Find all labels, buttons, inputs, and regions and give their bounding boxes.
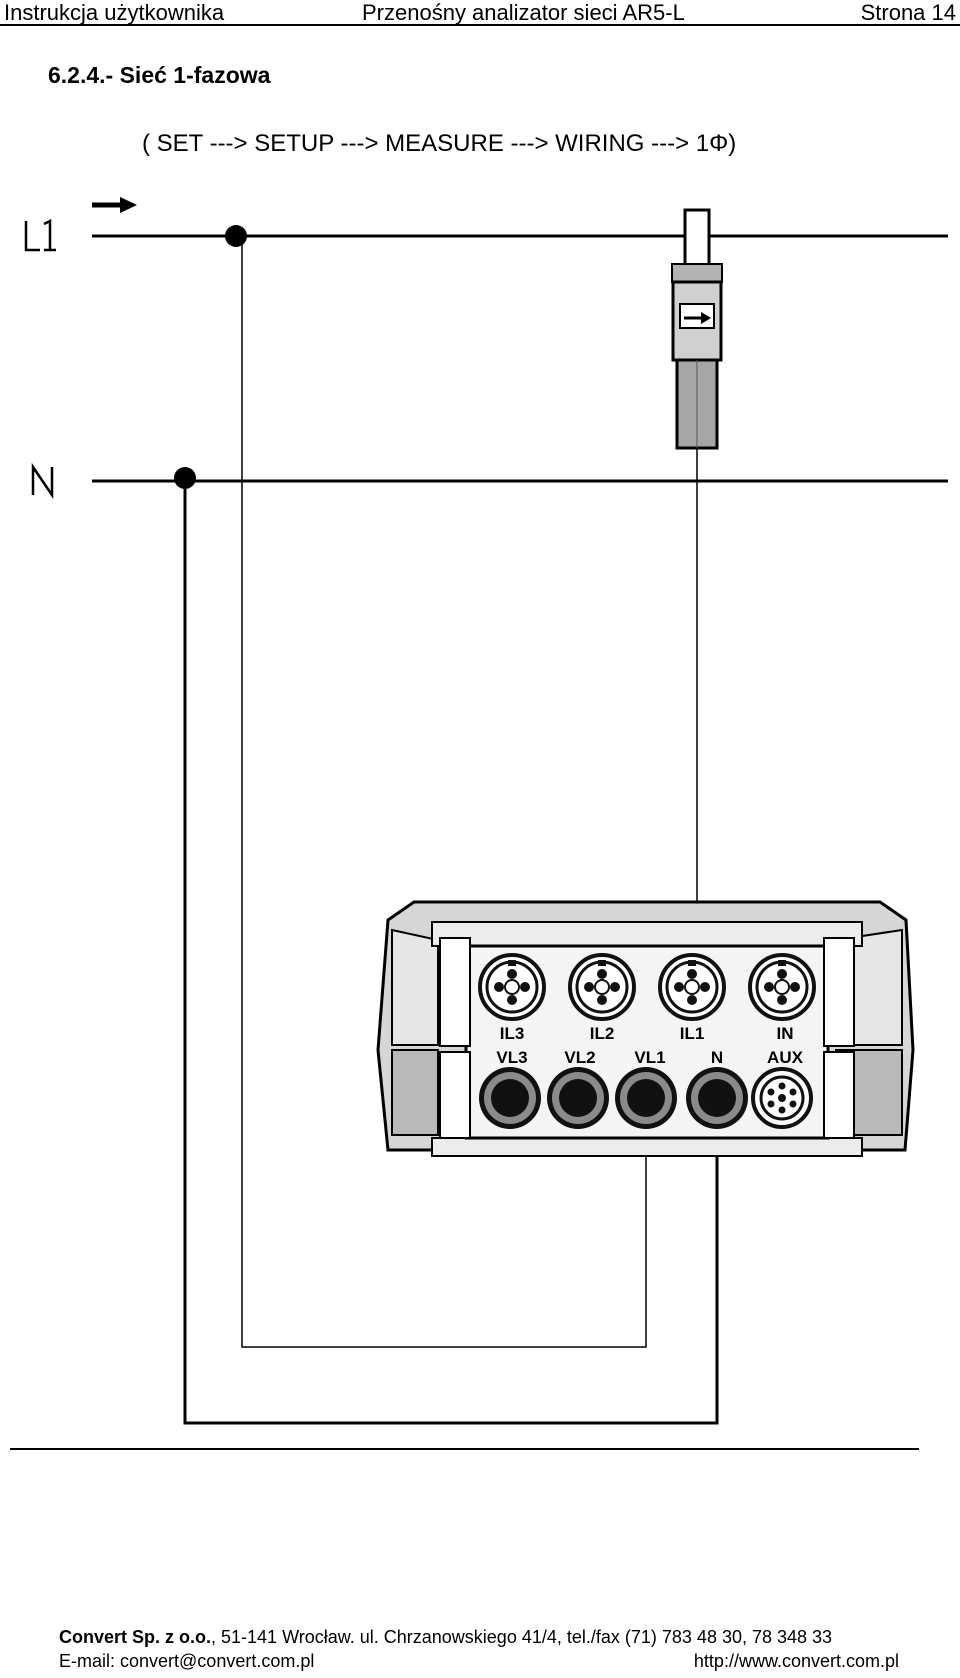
label-vl3: VL3 — [496, 1048, 527, 1067]
line-n — [31, 462, 948, 500]
footer-address-line: Convert Sp. z o.o., 51-141 Wrocław. ul. … — [59, 1627, 832, 1648]
n-letter-icon — [31, 462, 54, 500]
page-footer: Convert Sp. z o.o., 51-141 Wrocław. ul. … — [0, 1627, 960, 1677]
page-header: Instrukcja użytkownika Przenośny analiza… — [0, 0, 960, 26]
label-il2: IL2 — [590, 1024, 615, 1043]
analyzer-device: IL3 IL2 IL1 IN VL3 VL2 VL1 N AUX — [376, 900, 915, 1157]
l1-letter-icon — [24, 218, 56, 252]
connection-wires — [183, 236, 719, 1425]
socket-aux — [751, 1067, 813, 1129]
header-page-number: Strona 14 — [860, 0, 956, 25]
footer-address: , 51-141 Wrocław. ul. Chrzanowskiego 41/… — [211, 1627, 833, 1647]
menu-path: ( SET ---> SETUP ---> MEASURE ---> WIRIN… — [142, 130, 737, 157]
label-il1: IL1 — [680, 1024, 705, 1043]
line-l1 — [24, 197, 948, 252]
label-vl2: VL2 — [564, 1048, 595, 1067]
section-number: 6.2.4. — [48, 62, 106, 88]
label-n: N — [711, 1048, 723, 1067]
header-manual-title: Instrukcja użytkownika — [4, 0, 225, 25]
section-heading: 6.2.4.- Sieć 1-fazowa — [48, 62, 270, 89]
socket-il1 — [658, 953, 726, 1021]
socket-vl3 — [479, 1067, 541, 1129]
footer-company: Convert Sp. z o.o. — [59, 1627, 212, 1647]
label-vl1: VL1 — [634, 1048, 665, 1067]
footer-email: E-mail: convert@convert.com.pl — [59, 1651, 315, 1671]
footer-website: http://www.convert.com.pl — [693, 1651, 899, 1671]
socket-il3 — [478, 953, 546, 1021]
wire-n-to-n — [183, 478, 719, 1425]
current-clamp-icon — [671, 208, 723, 450]
header-device-name: Przenośny analizator sieci AR5-L — [362, 0, 685, 25]
label-aux: AUX — [767, 1048, 804, 1067]
section-title: - Sieć 1-fazowa — [105, 62, 271, 88]
direction-arrow-icon — [92, 197, 137, 213]
socket-n — [686, 1067, 748, 1129]
bottom-divider — [10, 1448, 919, 1450]
l1-junction — [225, 225, 247, 247]
label-in: IN — [777, 1024, 794, 1043]
socket-il2 — [568, 953, 636, 1021]
socket-vl1 — [615, 1067, 677, 1129]
socket-vl2 — [547, 1067, 609, 1129]
wiring-diagram: IL3 IL2 IL1 IN VL3 VL2 VL1 N AUX — [24, 197, 948, 1425]
label-il3: IL3 — [500, 1024, 525, 1043]
socket-in — [748, 953, 816, 1021]
wire-l1-to-vl1 — [241, 236, 647, 1348]
header-divider — [0, 24, 960, 26]
